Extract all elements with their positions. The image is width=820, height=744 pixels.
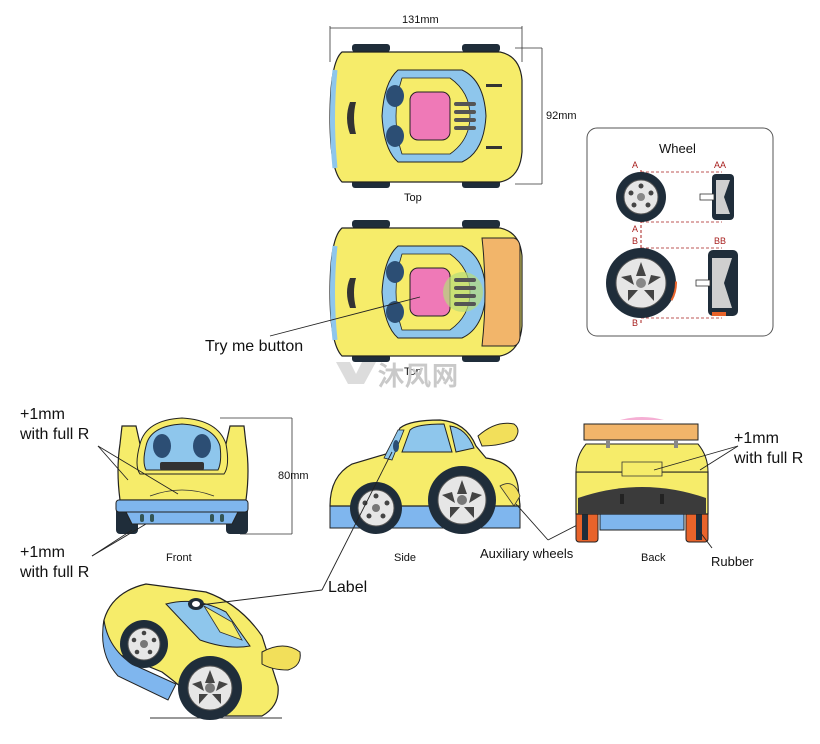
back-view (575, 417, 739, 549)
top-view-1 (329, 26, 543, 188)
section-mark-b-bottom: B (632, 318, 639, 328)
watermark-text: 沐风网 (378, 362, 460, 392)
top-view-1-caption: Top (404, 192, 422, 204)
back-upper-note-line2: with full R (734, 450, 804, 467)
wheel-box-title: Wheel (659, 141, 696, 156)
front-view-caption: Front (166, 552, 192, 564)
section-mark-bb: BB (714, 236, 727, 246)
watermark-logo (336, 362, 376, 384)
back-upper-note-line1: +1mm (734, 430, 779, 447)
top-width-dimension: 131mm (402, 14, 439, 26)
front-upper-note-line1: +1mm (20, 406, 65, 423)
auxiliary-wheels-callout: Auxiliary wheels (480, 546, 574, 561)
front-lower-note-line1: +1mm (20, 544, 65, 561)
front-view (91, 417, 293, 557)
front-upper-note-line2: with full R (20, 426, 90, 443)
top-view-2-caption: Top (404, 366, 422, 378)
side-view-caption: Side (394, 552, 417, 564)
section-mark-b-top: B (632, 236, 639, 246)
label-callout: Label (328, 579, 368, 596)
try-me-button-callout: Try me button (205, 338, 304, 355)
top-view-2 (269, 220, 523, 362)
front-lower-note-line2: with full R (20, 564, 90, 581)
rubber-callout: Rubber (711, 554, 754, 569)
back-view-caption: Back (641, 552, 666, 564)
section-mark-a-bottom: A (632, 224, 639, 234)
top-height-dimension: 92mm (546, 110, 577, 122)
perspective-view (102, 451, 393, 720)
section-mark-a-top: A (632, 160, 639, 170)
section-mark-aa: AA (714, 160, 727, 170)
wheel-detail (586, 127, 774, 337)
side-view (329, 419, 627, 541)
front-height-dimension: 80mm (278, 470, 309, 482)
